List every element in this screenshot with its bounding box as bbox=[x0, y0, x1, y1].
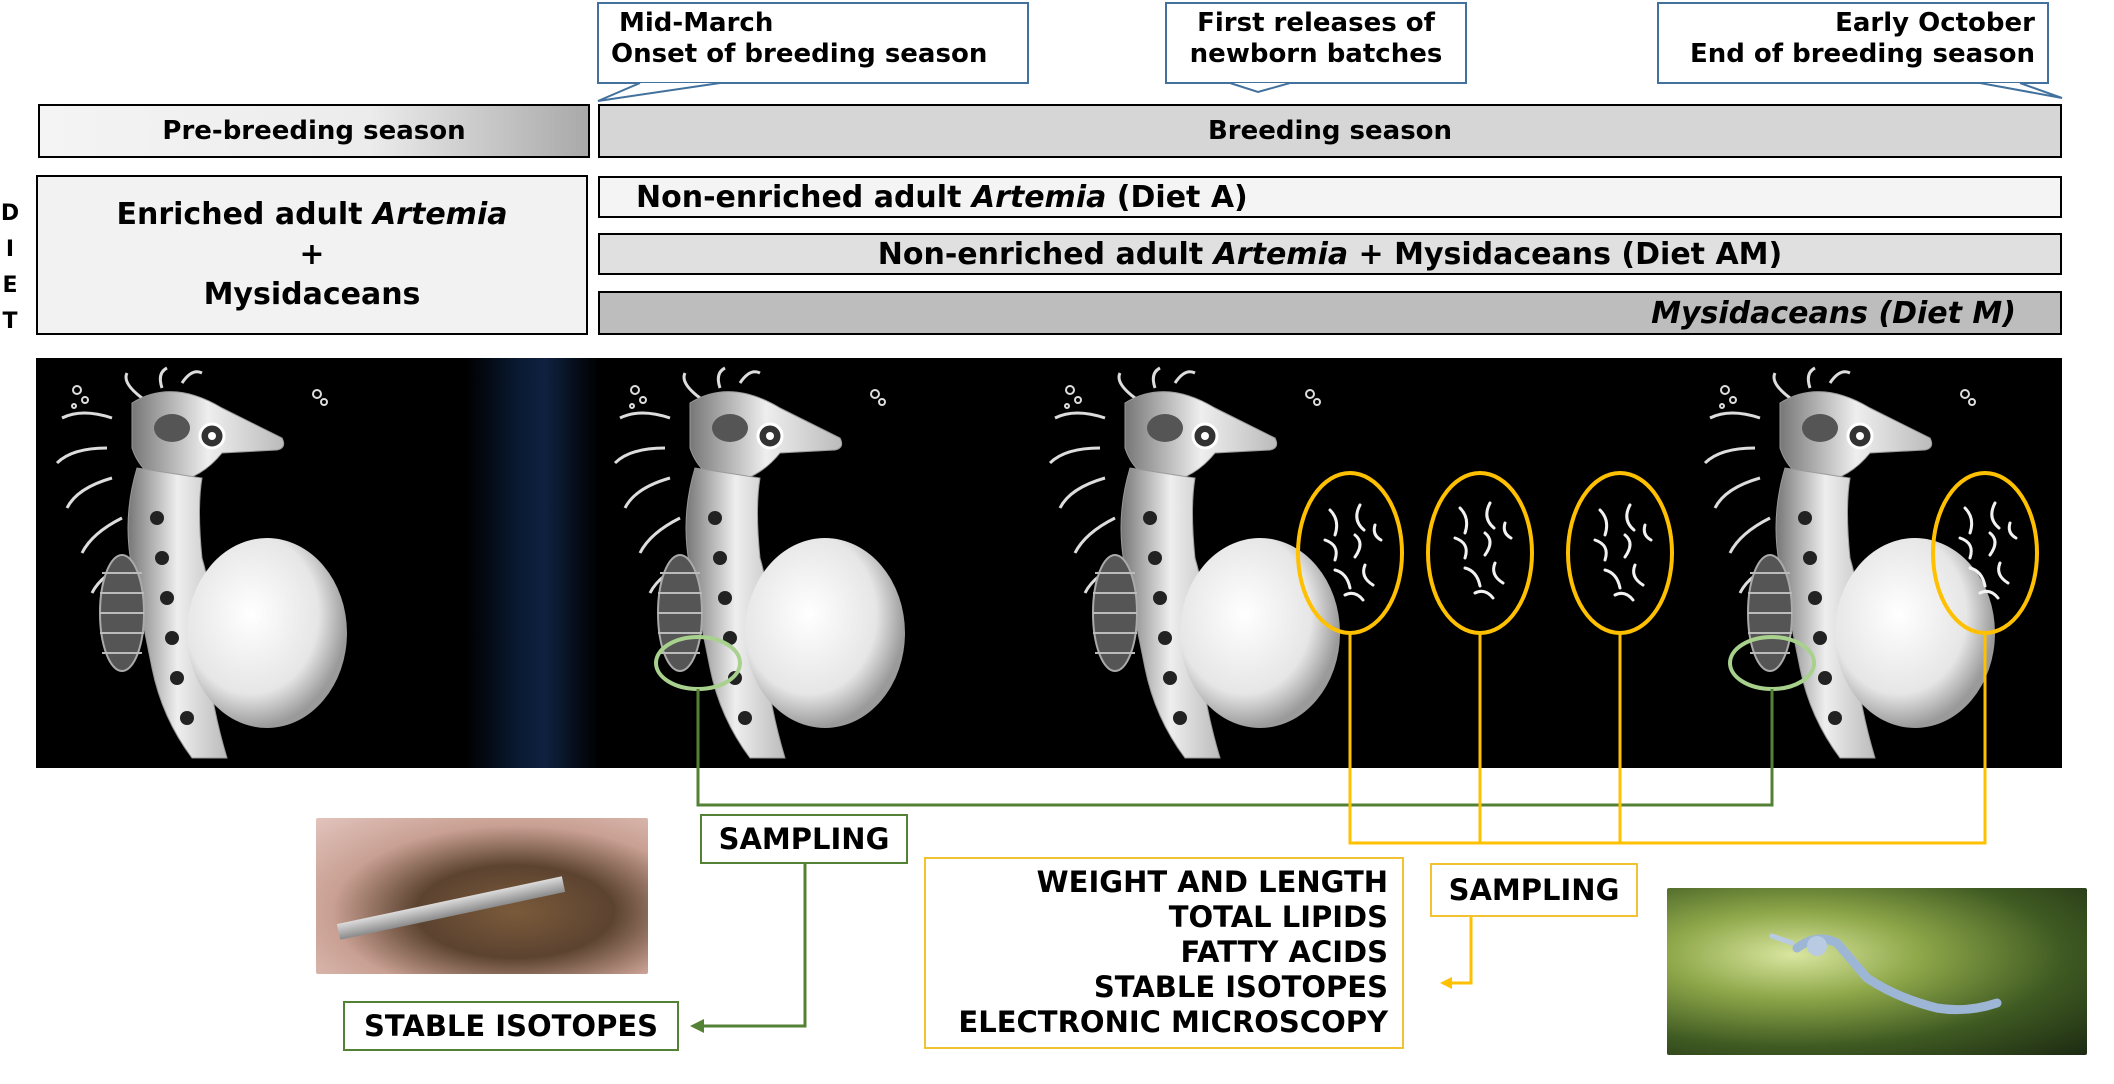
green-arrowhead bbox=[690, 1019, 704, 1033]
analysis-fatty-acids: FATTY ACIDS bbox=[1180, 935, 1388, 969]
pre-diet-artemia: Artemia bbox=[372, 197, 508, 232]
diet-side-label: D I E T bbox=[0, 196, 20, 340]
larvae-group-3 bbox=[1593, 503, 1653, 602]
fin-clip-tool bbox=[336, 876, 566, 940]
end-pointer bbox=[1979, 82, 2063, 99]
pre-breeding-season-label: Pre-breeding season bbox=[162, 116, 466, 146]
breeding-season-label: Breeding season bbox=[1207, 116, 1453, 146]
pre-diet-mysidaceans: Mysidaceans bbox=[203, 277, 421, 312]
yellow-arrowhead bbox=[1440, 977, 1452, 989]
diet-letter-d: D bbox=[0, 201, 20, 226]
seahorse-1 bbox=[55, 366, 349, 760]
larvae-ellipse-2 bbox=[1426, 471, 1534, 635]
seahorse-panel bbox=[36, 358, 2062, 768]
callout-first-releases: First releases of newborn batches bbox=[1165, 2, 1467, 84]
callout-pointers bbox=[597, 82, 2063, 102]
stable-isotopes-left-label: STABLE ISOTOPES bbox=[363, 1009, 659, 1043]
callout-end-breeding: Early October End of breeding season bbox=[1657, 2, 2049, 84]
diet-letter-i: I bbox=[5, 237, 15, 262]
diet-m-label: Mysidaceans (Diet M) bbox=[1651, 295, 2016, 331]
stable-isotopes-left-box: STABLE ISOTOPES bbox=[343, 1001, 679, 1051]
sampling-left-box: SAMPLING bbox=[700, 814, 908, 864]
pre-breeding-diet-box: Enriched adult Artemia + Mysidaceans bbox=[36, 175, 588, 335]
diet-am-label: Non-enriched adult Artemia + Mysidaceans… bbox=[877, 236, 1783, 272]
seahorse-2 bbox=[613, 366, 907, 760]
sampling-right-label: SAMPLING bbox=[1448, 873, 1620, 907]
green-to-sampling bbox=[700, 864, 807, 1028]
blue-glow bbox=[466, 358, 598, 768]
analysis-total-lipids: TOTAL LIPIDS bbox=[1168, 900, 1388, 934]
callout-onset-text: Onset of breeding season bbox=[611, 39, 988, 69]
sampling-left-label: SAMPLING bbox=[718, 822, 890, 856]
analyses-box: WEIGHT AND LENGTH TOTAL LIPIDS FATTY ACI… bbox=[924, 857, 1404, 1049]
diet-a-bar: Non-enriched adult Artemia (Diet A) bbox=[598, 176, 2062, 218]
newborn-seahorse-photo bbox=[1667, 888, 2087, 1055]
callout-onset-date: Mid-March bbox=[619, 8, 774, 38]
callout-onset-breeding: Mid-March Onset of breeding season bbox=[597, 2, 1029, 84]
breeding-season-bar: Breeding season bbox=[598, 104, 2062, 158]
larvae-group-2 bbox=[1453, 501, 1513, 600]
callout-end-text: End of breeding season bbox=[1689, 39, 2035, 69]
diet-am-bar: Non-enriched adult Artemia + Mysidaceans… bbox=[598, 233, 2062, 275]
larvae-group-1 bbox=[1323, 503, 1383, 602]
newborn-seahorse-drawing bbox=[1769, 933, 2002, 1015]
onset-pointer bbox=[597, 82, 721, 102]
callout-releases-line1: First releases of bbox=[1197, 8, 1435, 38]
pre-breeding-diet-text: Enriched adult Artemia + Mysidaceans bbox=[117, 195, 508, 315]
diet-letter-e: E bbox=[2, 273, 18, 298]
pre-diet-line1: Enriched adult bbox=[116, 197, 373, 232]
yellow-connector bbox=[1348, 633, 1987, 845]
callout-end-date: Early October bbox=[1835, 8, 2035, 38]
releases-pointer bbox=[1229, 82, 1291, 94]
larvae-ellipse-1 bbox=[1296, 471, 1404, 635]
analysis-electronic-microscopy: ELECTRONIC MICROSCOPY bbox=[958, 1005, 1388, 1039]
yellow-to-sampling bbox=[1448, 917, 1473, 985]
larvae-ellipse-3 bbox=[1566, 471, 1674, 635]
analysis-weight-length: WEIGHT AND LENGTH bbox=[1036, 865, 1388, 899]
analysis-stable-isotopes: STABLE ISOTOPES bbox=[1093, 970, 1388, 1004]
callout-releases-line2: newborn batches bbox=[1189, 39, 1443, 69]
fin-clip-photo bbox=[316, 818, 648, 974]
pre-diet-plus: + bbox=[299, 237, 325, 272]
seahorse-4 bbox=[1703, 366, 1997, 760]
diet-m-bar: Mysidaceans (Diet M) bbox=[598, 291, 2062, 335]
sampling-right-box: SAMPLING bbox=[1430, 863, 1638, 917]
pre-breeding-season-bar: Pre-breeding season bbox=[38, 104, 590, 158]
diet-letter-t: T bbox=[2, 309, 18, 334]
green-connector bbox=[696, 689, 1774, 807]
diet-a-label: Non-enriched adult Artemia (Diet A) bbox=[636, 179, 1248, 215]
